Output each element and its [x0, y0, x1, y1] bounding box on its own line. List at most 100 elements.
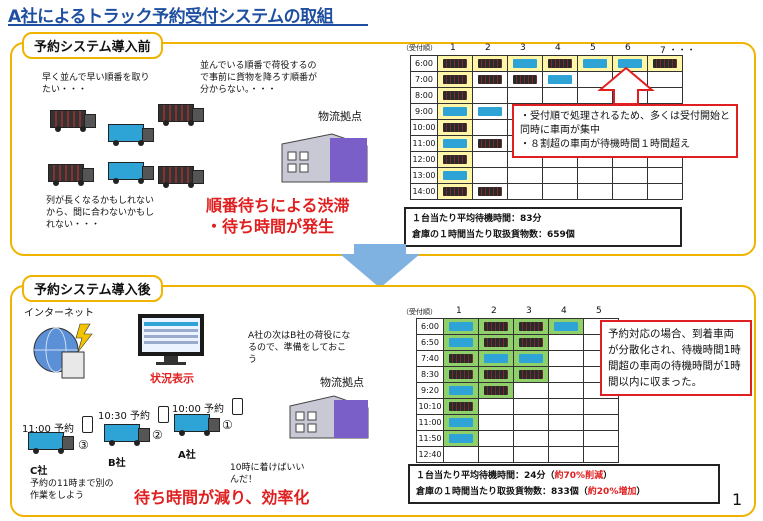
order-1: ① [222, 418, 233, 432]
truck-icon [174, 414, 220, 436]
table-row: 8:30 [416, 366, 619, 383]
schedule-cell [478, 446, 514, 463]
truck-icon [443, 107, 467, 116]
schedule-cell [437, 103, 473, 120]
schedule-cell [437, 135, 473, 152]
truck-icon [449, 338, 473, 347]
schedule-cell [478, 398, 514, 415]
schedule-cell [443, 350, 479, 367]
schedule-cell [507, 87, 543, 104]
schedule-cell [478, 414, 514, 431]
grid-column-header: 5 [590, 43, 596, 53]
grid-column-header: 2 [491, 306, 497, 316]
schedule-cell [513, 398, 549, 415]
callout-arrow-icon [597, 66, 655, 105]
page-number: 1 [732, 490, 743, 509]
schedule-cell [513, 430, 549, 447]
schedule-cell [583, 414, 619, 431]
schedule-cell [437, 167, 473, 184]
schedule-cell [472, 135, 508, 152]
truck-icon [28, 432, 74, 454]
before-tab: 予約システム導入前 [22, 32, 163, 59]
time-cell: 9:20 [416, 382, 444, 399]
time-cell: 12:00 [410, 151, 438, 168]
schedule-cell [542, 167, 578, 184]
schedule-cell [548, 318, 584, 335]
truck-icon [484, 338, 508, 347]
table-row: 6:50 [416, 334, 619, 351]
schedule-cell [577, 167, 613, 184]
table-row: 14:00 [410, 183, 683, 200]
schedule-cell [577, 55, 613, 72]
monitor-icon [138, 314, 204, 365]
truck-icon [484, 370, 508, 379]
schedule-cell [437, 87, 473, 104]
callout-line-2: ・８割超の車両が待機時間１時間超え [520, 139, 690, 150]
schedule-cell [583, 446, 619, 463]
schedule-cell [647, 167, 683, 184]
phone-icon [158, 406, 169, 423]
time-cell: 7:40 [416, 350, 444, 367]
wait-reduction: 約70%削減 [554, 471, 604, 481]
schedule-cell [443, 366, 479, 383]
schedule-cell [647, 55, 683, 72]
truck-icon [449, 418, 473, 427]
truck-icon [104, 424, 150, 446]
schedule-cell [548, 446, 584, 463]
table-row: 8:00 [410, 87, 683, 104]
schedule-cell [542, 55, 578, 72]
company-b: B社 [108, 458, 126, 469]
hub-label: 物流拠点 [318, 110, 362, 123]
schedule-cell [542, 183, 578, 200]
schedule-cell [548, 430, 584, 447]
truck-icon [484, 322, 508, 331]
truck-icon [443, 91, 467, 100]
truck-icon [449, 354, 473, 363]
time-cell: 13:00 [410, 167, 438, 184]
schedule-cell [507, 183, 543, 200]
truck-icon [478, 59, 502, 68]
truck-icon [50, 110, 96, 132]
table-row: 11:00 [416, 414, 619, 431]
schedule-cell [507, 71, 543, 88]
truck-icon [548, 75, 572, 84]
grid-column-header: 7 ・・・ [660, 46, 696, 56]
table-row: 11:50 [416, 430, 619, 447]
table-row: 12:40 [416, 446, 619, 463]
truck-icon [108, 162, 154, 184]
truck-icon [618, 59, 642, 68]
after-tab: 予約システム導入後 [22, 275, 163, 302]
table-row: 6:00 [416, 318, 619, 335]
truck-icon [484, 386, 508, 395]
schedule-cell [612, 167, 648, 184]
grid-column-header: 1 [450, 43, 456, 53]
truck-icon [443, 59, 467, 68]
truck-icon [449, 322, 473, 331]
schedule-cell [472, 71, 508, 88]
status-display-label: 状況表示 [150, 372, 194, 385]
truck-icon [478, 187, 502, 196]
schedule-cell [513, 382, 549, 399]
truck-icon [513, 75, 537, 84]
after-summary: １台当たり平均待機時間：24分（約70%削減） 倉庫の１時間当たり取扱貨物数：8… [408, 464, 720, 504]
note-c: 予約の11時まで別の作業をしよう [30, 479, 114, 501]
truck-icon [653, 59, 677, 68]
schedule-cell [647, 183, 683, 200]
title-underline [8, 24, 368, 26]
schedule-cell [478, 430, 514, 447]
time-cell: 7:00 [410, 71, 438, 88]
after-hub-label: 物流拠点 [320, 376, 364, 389]
before-headline-2: ・待ち時間が発生 [206, 217, 335, 236]
truck-icon [443, 171, 467, 180]
table-row: 9:20 [416, 382, 619, 399]
truck-icon [158, 166, 204, 188]
schedule-cell [472, 55, 508, 72]
schedule-cell [443, 382, 479, 399]
schedule-cell [507, 167, 543, 184]
grid-column-header: 3 [526, 306, 532, 316]
schedule-cell [478, 366, 514, 383]
before-summary: １台当たり平均待機時間：83分 倉庫の１時間当たり取扱貨物数：659個 [404, 207, 682, 247]
time-cell: 6:00 [410, 55, 438, 72]
time-cell: 6:00 [416, 318, 444, 335]
